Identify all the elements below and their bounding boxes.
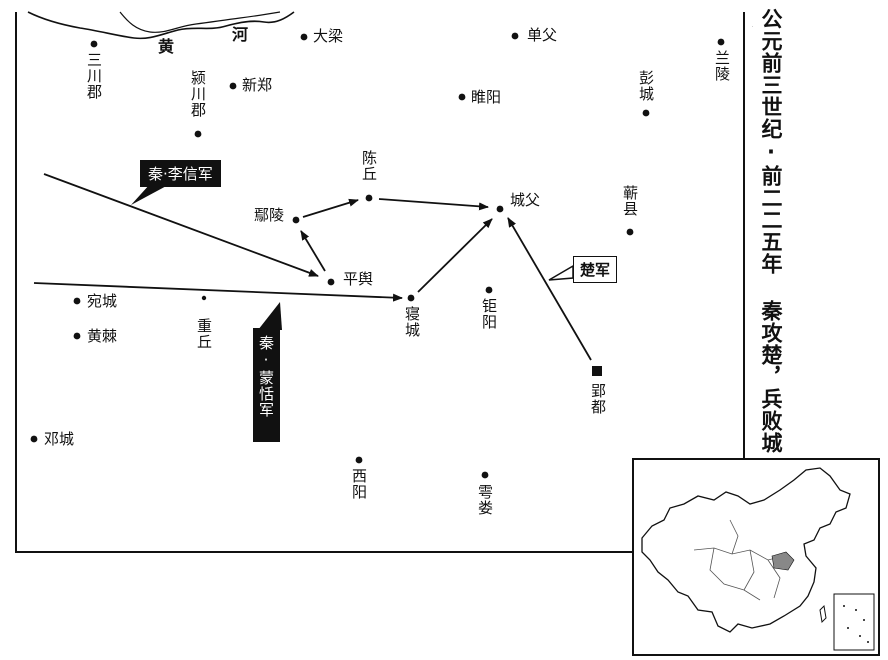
south-sea-box bbox=[833, 593, 875, 651]
label-suiyang: 睢阳 bbox=[471, 88, 502, 106]
highlight-region bbox=[771, 551, 795, 571]
army-label-chu: 楚军 bbox=[573, 256, 618, 283]
marker-chengfu bbox=[496, 205, 504, 213]
label-qincheng: 寝城 bbox=[403, 306, 421, 338]
route-qincheng-to-chengfu bbox=[417, 218, 493, 293]
label-pengcheng: 彭城 bbox=[637, 70, 655, 102]
label-wancheng: 宛城 bbox=[87, 292, 118, 310]
label-pingyu: 平舆 bbox=[343, 270, 374, 288]
label-dengcheng: 邓城 bbox=[44, 430, 75, 448]
place-markers bbox=[30, 32, 725, 479]
label-yingchuan: 颍川郡 bbox=[189, 70, 207, 118]
marker-juyang bbox=[485, 286, 493, 294]
inset-locator-map bbox=[632, 458, 880, 656]
marker-qixian bbox=[626, 228, 634, 236]
marker-chenqiu bbox=[365, 194, 373, 202]
route-chenqiu-to-chengfu bbox=[378, 198, 489, 211]
marker-yingchuan bbox=[194, 130, 202, 138]
route-yanling-to-chenqiu bbox=[302, 198, 359, 218]
yellow-river-north-bank bbox=[27, 11, 295, 40]
marker-qincheng bbox=[407, 294, 415, 302]
label-yanling: 鄢陵 bbox=[254, 206, 285, 224]
label-yingdu: 郢都 bbox=[589, 383, 607, 415]
route-lixin-to-pingyu bbox=[43, 173, 319, 277]
inset-svg bbox=[641, 467, 875, 651]
taiwan-island bbox=[819, 604, 827, 624]
marker-wancheng bbox=[73, 297, 81, 305]
army-label-qin-lixin: 秦·李信军 bbox=[140, 160, 221, 187]
map-title: 公元前三世纪·前二二五年 秦攻楚，兵败城父 bbox=[752, 8, 783, 454]
marker-sanchuan bbox=[90, 40, 98, 48]
callout-pointer-chu bbox=[548, 264, 574, 281]
map-frame bbox=[15, 12, 745, 553]
marker-shanfu bbox=[511, 32, 519, 40]
marker-xinzheng bbox=[229, 82, 237, 90]
china-outline bbox=[641, 467, 851, 633]
label-zhongqiu: 重丘 bbox=[195, 318, 213, 350]
marker-huangji bbox=[73, 332, 81, 340]
south-sea-islands bbox=[843, 605, 869, 643]
label-juyang: 钜阳 bbox=[480, 298, 498, 330]
label-xinzheng: 新郑 bbox=[242, 76, 273, 94]
label-qixian: 蕲县 bbox=[621, 185, 639, 217]
route-chu-to-chengfu bbox=[507, 217, 592, 361]
army-routes bbox=[33, 173, 592, 361]
river-label-char2: 河 bbox=[232, 25, 249, 44]
marker-pengcheng bbox=[642, 109, 650, 117]
marker-xiyang bbox=[355, 456, 363, 464]
label-lanling: 兰陵 bbox=[713, 50, 731, 82]
marker-lanling bbox=[717, 38, 725, 46]
label-shanfu: 单父 bbox=[527, 26, 558, 44]
province-lines bbox=[693, 519, 785, 601]
marker-yanling bbox=[292, 216, 300, 224]
marker-zhongqiu bbox=[201, 295, 207, 301]
route-mengtian-to-qincheng bbox=[33, 282, 403, 302]
marker-yingdu bbox=[592, 366, 602, 376]
label-xiyang: 西阳 bbox=[350, 468, 368, 500]
marker-yulou bbox=[481, 471, 489, 479]
yellow-river-south-bank bbox=[119, 11, 281, 33]
marker-pingyu bbox=[327, 278, 335, 286]
marker-dengcheng bbox=[30, 435, 38, 443]
label-chengfu: 城父 bbox=[510, 191, 541, 209]
label-sanchuan: 三川郡 bbox=[85, 52, 103, 100]
label-yulou: 雩娄 bbox=[476, 484, 494, 516]
army-label-qin-mengtian: 秦·蒙恬军 bbox=[253, 328, 280, 442]
route-pingyu-to-yanling bbox=[300, 230, 326, 272]
callout-pointer-lixin bbox=[131, 184, 170, 205]
callout-pointer-mengtian bbox=[258, 302, 282, 330]
label-daliang: 大梁 bbox=[313, 27, 344, 45]
marker-daliang bbox=[300, 33, 308, 41]
marker-suiyang bbox=[458, 93, 466, 101]
label-chenqiu: 陈丘 bbox=[360, 150, 378, 182]
label-huangji: 黄棘 bbox=[87, 327, 118, 345]
river-label-char1: 黄 bbox=[158, 37, 175, 56]
